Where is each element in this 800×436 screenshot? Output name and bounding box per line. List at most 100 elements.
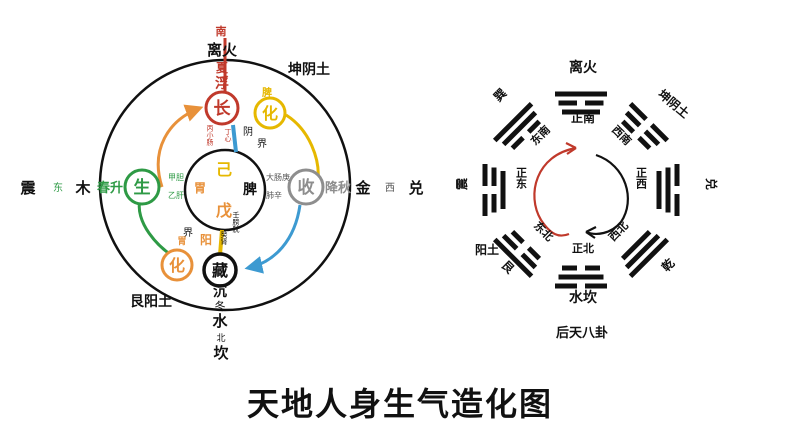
label-kun: 坤阴土 xyxy=(288,61,330,78)
text-cang: 藏 xyxy=(212,261,228,280)
label-winter: 冬 xyxy=(215,299,226,313)
blue-upper-link xyxy=(231,124,238,153)
label-xi: 西 xyxy=(385,183,395,194)
label-jiang-qiu: 降秋 xyxy=(325,180,352,196)
label-da-chang: 大肠庚 xyxy=(266,172,290,182)
label-jie-upper: 界 xyxy=(257,138,267,150)
name-kun: 坤阴土 xyxy=(655,86,692,121)
black-arc xyxy=(585,153,629,235)
yin-line-segment xyxy=(643,129,661,147)
yin-line-segment xyxy=(585,100,604,106)
text-shou: 收 xyxy=(298,177,315,198)
trigram-qian xyxy=(620,229,670,279)
yang-line xyxy=(620,229,652,261)
dir-zheng-xi: 正西 xyxy=(635,167,648,190)
trigram-li xyxy=(555,91,607,115)
dir-zheng-dong: 正东 xyxy=(515,167,528,190)
label-pang-guang: 壬膀胱 xyxy=(232,211,240,234)
yin-line-segment xyxy=(510,135,525,151)
text-hua-bottom: 化 xyxy=(169,256,185,275)
yang-line xyxy=(562,109,600,115)
name-dui: 兑 xyxy=(704,178,719,190)
yin-line-segment xyxy=(520,252,538,270)
trigram-kan xyxy=(555,265,607,289)
trigram-gen xyxy=(492,229,542,279)
label-li-fire: 离火 xyxy=(207,41,238,59)
yang-line xyxy=(624,233,661,270)
blue-right-arc xyxy=(244,204,302,274)
label-south: 南 xyxy=(216,24,227,38)
yin-line-segment xyxy=(558,100,577,106)
label-chen: 沉 xyxy=(213,283,227,300)
label-fei: 肺辛 xyxy=(266,190,282,200)
yang-line xyxy=(492,237,534,279)
yin-line-segment xyxy=(674,194,680,216)
yin-line-segment xyxy=(585,265,600,271)
yin-line-segment xyxy=(628,101,648,122)
red-arc xyxy=(533,146,577,237)
dir-xi-bei: 西北 xyxy=(605,218,630,243)
label-jie-lower: 界 xyxy=(183,227,193,239)
dir-zheng-bei: 正北 xyxy=(572,241,594,255)
yin-line-segment xyxy=(585,283,607,289)
label-gan: 乙肝 xyxy=(168,191,184,200)
yin-line-segment xyxy=(620,119,636,134)
name-xun: 巽 xyxy=(491,86,509,104)
label-dan: 甲胆 xyxy=(168,173,184,182)
yin-line-segment xyxy=(555,283,577,289)
red-arc-head xyxy=(565,142,577,155)
label-chun-sheng: 春升 xyxy=(96,180,123,196)
label-pi-inner: 脾 xyxy=(243,181,257,198)
yang-line xyxy=(501,110,538,147)
left-cycle-diagram: 长 化 生 收 化 藏 南 离火 夏 浮 坤阴土 震 东 木 春升 甲胆 乙肝 … xyxy=(20,24,423,362)
yin-line-segment xyxy=(562,265,577,271)
circle-shou xyxy=(287,168,325,206)
trigram-xun xyxy=(492,101,542,151)
yellow-bottom-link xyxy=(218,229,224,256)
yin-line-segment xyxy=(491,194,497,213)
circle-hua-bottom xyxy=(160,248,194,282)
black-arc-head xyxy=(585,226,597,239)
label-pi-yellow: 脾 xyxy=(262,86,272,99)
label-gen: 艮阳土 xyxy=(130,293,172,310)
yin-line-segment xyxy=(510,229,525,245)
yin-line-segment xyxy=(637,135,652,151)
yin-line-segment xyxy=(526,119,542,134)
inner-circle xyxy=(183,148,267,232)
yang-line xyxy=(500,171,506,209)
text-hua-top: 化 xyxy=(262,104,278,123)
label-wu: 戊 xyxy=(216,201,232,220)
circle-sheng xyxy=(123,168,161,206)
main-title: 天地人身生气造化图 xyxy=(247,385,553,423)
name-li: 离火 xyxy=(569,59,598,76)
label-dui: 兑 xyxy=(408,179,423,197)
circle-chang xyxy=(204,90,240,126)
label-wei-bottom: 胃 xyxy=(177,236,186,247)
name-qian: 乾 xyxy=(658,255,677,274)
label-xiao-chang: 丙小肠 xyxy=(206,125,214,147)
dir-dong-bei: 东北 xyxy=(531,218,556,243)
yang-line xyxy=(492,101,534,143)
label-shui: 水 xyxy=(212,312,228,330)
label-yang: 阳 xyxy=(200,232,212,247)
yang-line xyxy=(656,171,662,209)
label-float: 浮 xyxy=(215,75,229,92)
yin-line-segment xyxy=(482,194,488,216)
text-chang: 长 xyxy=(214,98,232,119)
label-jin: 金 xyxy=(354,179,371,197)
circle-hua-top xyxy=(253,96,287,130)
label-shen: 癸肾 xyxy=(220,230,228,246)
yin-line-segment xyxy=(501,233,519,251)
label-mu: 木 xyxy=(74,179,91,197)
trigram-dui xyxy=(656,164,680,216)
circle-cang xyxy=(202,252,238,288)
bagua-diagram: 正南 东南 西南 正西 西北 正北 东北 正东 离火 坤阴土 兑 乾 水坎 阳土… xyxy=(455,59,719,306)
yin-line-segment xyxy=(482,164,488,186)
label-zhen: 震 xyxy=(20,179,36,197)
trigram-kun xyxy=(620,101,670,151)
yin-line-segment xyxy=(491,167,497,186)
trigram-zhen xyxy=(482,164,506,216)
label-north: 北 xyxy=(216,333,225,344)
bagua-caption: 后天八卦 xyxy=(556,325,608,341)
